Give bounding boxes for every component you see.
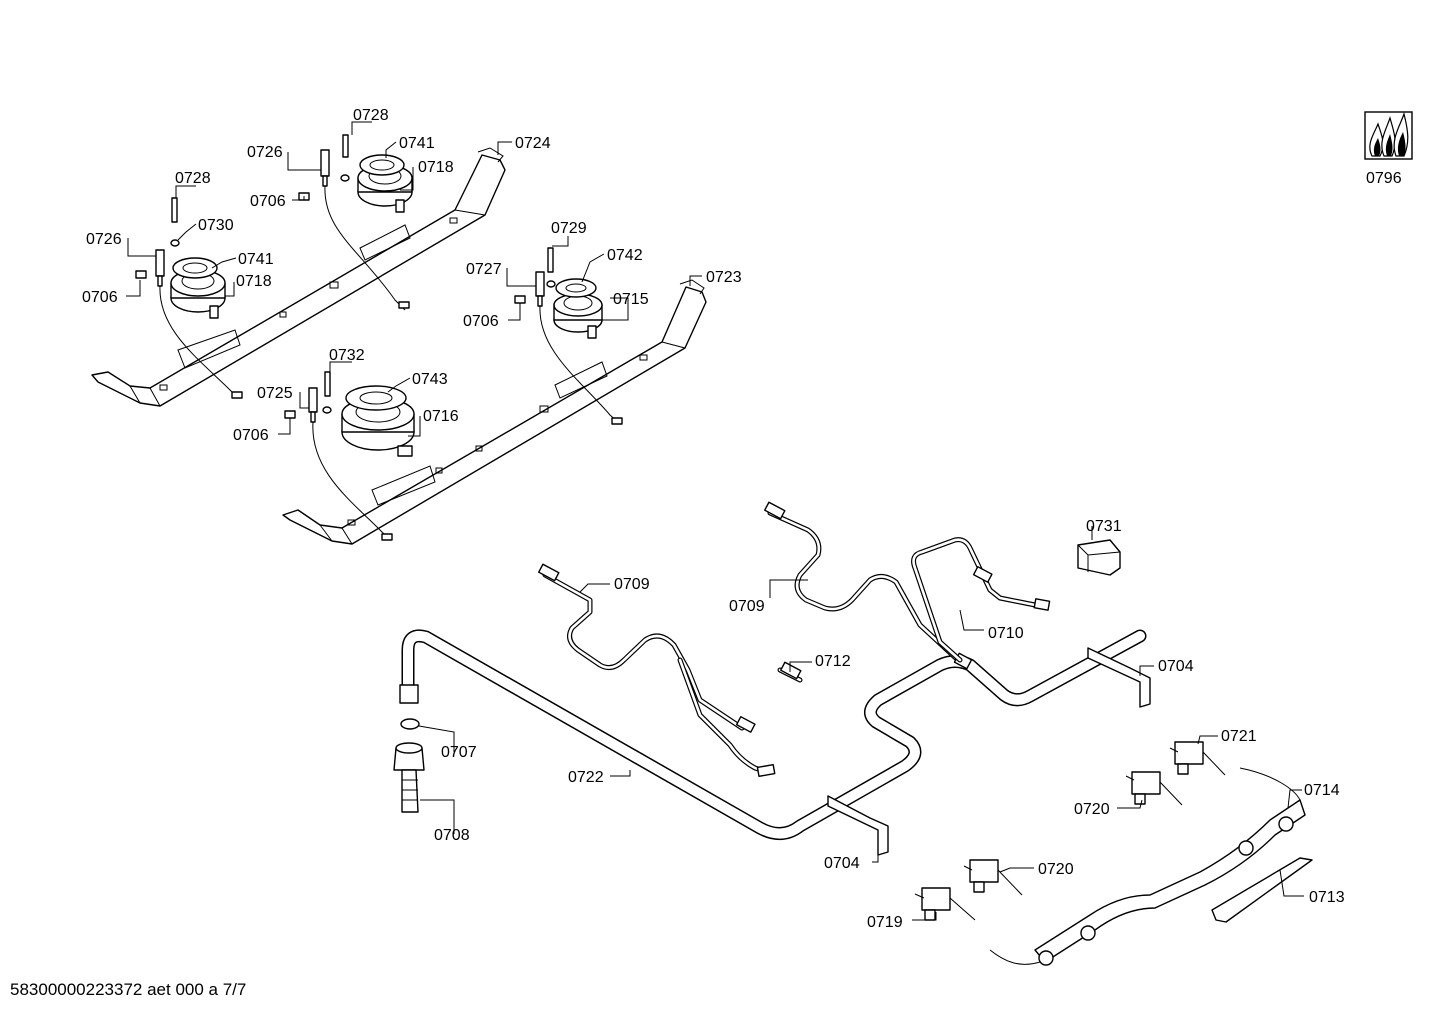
ignition-electrode-0726-upper (320, 149, 410, 311)
label-0704-right: 0704 (1158, 658, 1194, 675)
leader-lines (126, 121, 1304, 921)
switch-block-0731 (1077, 539, 1121, 576)
label-0723: 0723 (706, 269, 742, 286)
label-0713: 0713 (1309, 889, 1345, 906)
seal-ring-0707 (400, 718, 420, 730)
burner-0743 (341, 385, 415, 457)
label-0796: 0796 (1366, 170, 1402, 187)
part-number-labels: 0728 0741 0726 0724 0718 0706 0728 0730 … (82, 107, 1402, 931)
burner-cup-0741-upper (357, 154, 413, 213)
label-0728-upper: 0728 (353, 107, 389, 124)
label-0714: 0714 (1304, 782, 1340, 799)
burner-rail-0724 (91, 147, 506, 407)
ignition-electrode-0727 (535, 271, 623, 425)
label-0718-left: 0718 (236, 273, 272, 290)
label-0722: 0722 (568, 769, 604, 786)
label-0741-upper: 0741 (399, 135, 435, 152)
label-0709-right: 0709 (729, 598, 765, 615)
label-0712: 0712 (815, 653, 851, 670)
clip-0706-right (514, 295, 526, 304)
burner-rail-0723 (282, 279, 707, 545)
ignition-electrode-0725 (308, 387, 393, 541)
label-0704-left: 0704 (824, 855, 860, 872)
label-0708: 0708 (434, 827, 470, 844)
ignition-electrode-0726-left (155, 249, 243, 399)
label-0710: 0710 (988, 625, 1024, 642)
label-0729: 0729 (551, 220, 587, 237)
valve-bar-0714 (989, 767, 1306, 966)
label-0742: 0742 (607, 247, 643, 264)
label-0731: 0731 (1086, 518, 1122, 535)
gas-valve-0720-lower (963, 859, 1023, 896)
gas-pipe-0709-left (538, 563, 776, 778)
label-0728-left: 0728 (175, 170, 211, 187)
strip-0713 (1211, 857, 1313, 923)
thermocouple-0732 (322, 371, 332, 414)
label-0724: 0724 (515, 135, 551, 152)
label-0716: 0716 (423, 408, 459, 425)
label-0726-upper: 0726 (247, 144, 283, 161)
gas-main-tube-0722 (399, 629, 1147, 840)
label-0726-left: 0726 (86, 231, 122, 248)
label-0725: 0725 (257, 385, 293, 402)
three-flames-icon (1364, 111, 1413, 160)
label-0732: 0732 (329, 347, 365, 364)
label-0706-right: 0706 (463, 313, 499, 330)
thermocouple-0728-upper (340, 134, 350, 182)
gas-valve-0720-upper (1125, 771, 1183, 806)
label-0719: 0719 (867, 914, 903, 931)
label-0707: 0707 (441, 744, 477, 761)
label-0720-lower: 0720 (1038, 861, 1074, 878)
label-0715: 0715 (613, 291, 649, 308)
label-0706-bottom: 0706 (233, 427, 269, 444)
clip-0706-bottom (284, 410, 296, 419)
burner-cup-0742 (553, 278, 603, 339)
label-0741-left: 0741 (238, 251, 274, 268)
label-0720-upper: 0720 (1074, 801, 1110, 818)
thermocouple-0728-left (170, 197, 180, 247)
bracket-0704-right (1087, 647, 1151, 708)
label-0706-left: 0706 (82, 289, 118, 306)
connector-0708 (393, 742, 425, 813)
label-0709-left: 0709 (614, 576, 650, 593)
document-id: 58300000223372 aet 000 a 7/7 (10, 980, 247, 999)
thermocouple-0729 (546, 247, 556, 288)
label-0743: 0743 (412, 371, 448, 388)
label-0727: 0727 (466, 261, 502, 278)
clip-0706-left (135, 270, 147, 279)
gas-pipe-0710 (911, 537, 1051, 663)
burner-cup-0741-left (170, 257, 226, 319)
label-0718-upper: 0718 (418, 159, 454, 176)
gas-valve-0721 (1169, 741, 1226, 776)
bracket-0704-left (827, 795, 889, 856)
label-0721: 0721 (1221, 728, 1257, 745)
nozzle-0712 (777, 661, 803, 683)
gas-valve-0719 (914, 887, 976, 921)
label-0706-upper: 0706 (250, 193, 286, 210)
label-0730: 0730 (198, 217, 234, 234)
